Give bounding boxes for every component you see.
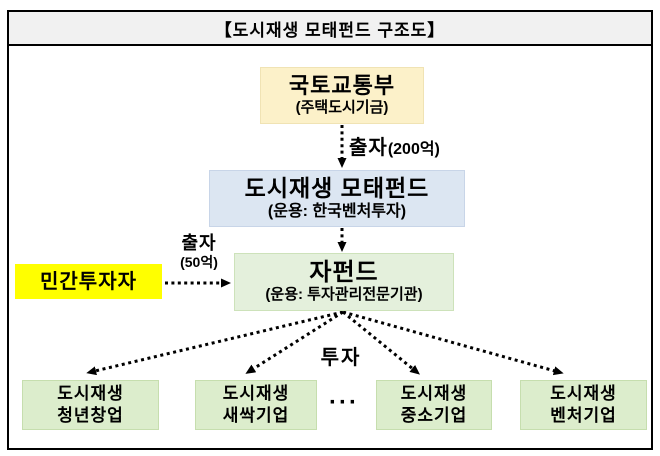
flow-arrows [86,125,564,376]
diagram-canvas: 【도시재생 모태펀드 구조도】 국토교통부 (주택도시기금) 출자(200억) [9,12,651,448]
node-target-venture-company: 도시재생 벤처기업 [520,380,647,430]
targets-ellipsis: ··· [329,389,359,416]
edge-label-contribution-50: 출자 (50억) [180,233,218,270]
node-target-sprout-company: 도시재생 새싹기업 [195,380,317,430]
mother-fund-subtitle: (운용: 한국벤처투자) [267,202,407,220]
node-private-investor: 민간투자자 [15,264,162,299]
node-mother-fund: 도시재생 모태펀드 (운용: 한국벤처투자) [209,170,465,227]
ministry-name: 국토교통부 [288,73,396,99]
diagram-frame: 【도시재생 모태펀드 구조도】 국토교통부 (주택도시기금) 출자(200억) [7,10,653,450]
diagram-title-bar: 【도시재생 모태펀드 구조도】 [9,12,651,46]
sub-fund-name: 자펀드 [309,258,379,286]
edge-label-contribution-200: 출자(200억) [349,137,440,159]
ministry-subtitle: (주택도시기금) [295,98,389,116]
node-target-sme: 도시재생 중소기업 [376,380,492,430]
node-sub-fund: 자펀드 (운용: 투자관리전문기관) [234,253,454,311]
private-investor-name: 민간투자자 [40,270,137,293]
node-target-youth-startup: 도시재생 청년창업 [22,380,159,430]
arrow-sub-fund-to-target-4 [342,310,564,376]
node-ministry: 국토교통부 (주택도시기금) [260,67,424,124]
diagram-title: 【도시재생 모태펀드 구조도】 [214,20,446,40]
arrow-sub-fund-to-target-3 [342,310,420,375]
edge-label-investment: 투자 [320,347,362,369]
sub-fund-subtitle: (운용: 투자관리전문기관) [265,286,423,304]
arrow-sub-fund-to-target-2 [245,310,344,374]
arrow-sub-fund-to-target-1 [86,310,344,376]
mother-fund-name: 도시재생 모태펀드 [244,175,430,202]
